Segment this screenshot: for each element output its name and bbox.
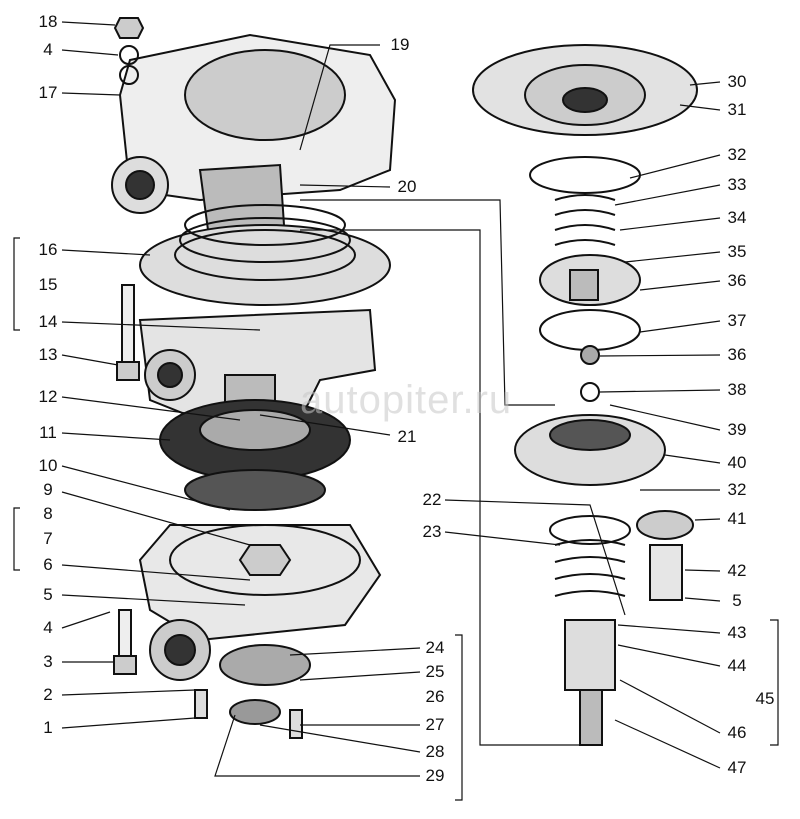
part-label-19: 19 <box>390 35 410 54</box>
part-label-32b: 32 <box>727 480 747 499</box>
part-label-6: 6 <box>43 555 53 574</box>
part-label-5b: 5 <box>732 591 742 610</box>
part-label-32: 32 <box>727 145 747 164</box>
part-label-3: 3 <box>43 652 53 671</box>
part-label-10: 10 <box>38 456 58 475</box>
part-label-30: 30 <box>727 72 747 91</box>
part-label-31: 31 <box>727 100 747 119</box>
part-label-23: 23 <box>422 522 442 541</box>
part-label-1: 1 <box>43 718 53 737</box>
part-label-43: 43 <box>727 623 747 642</box>
part-label-34: 34 <box>727 208 747 227</box>
part-label-37: 37 <box>727 311 747 330</box>
part-label-21: 21 <box>397 427 417 446</box>
part-label-29: 29 <box>425 766 445 785</box>
part-label-11: 11 <box>39 423 57 442</box>
part-label-13: 13 <box>38 345 58 364</box>
spring-assembly <box>139 204 391 306</box>
part-label-25: 25 <box>425 662 445 681</box>
part-label-46: 46 <box>727 723 747 742</box>
right-assembly <box>472 44 698 746</box>
part-label-14: 14 <box>38 312 58 331</box>
part-label-2: 2 <box>43 685 53 704</box>
part-label-12: 12 <box>38 387 58 406</box>
part-label-38: 38 <box>727 380 747 399</box>
part-label-15: 15 <box>38 275 58 294</box>
part-label-27: 27 <box>425 715 445 734</box>
part-label-36b: 36 <box>727 345 747 364</box>
part-label-24: 24 <box>425 638 445 657</box>
part-label-5: 5 <box>43 585 53 604</box>
part-label-26: 26 <box>425 687 445 706</box>
diaphragm <box>159 399 351 511</box>
part-label-20: 20 <box>397 177 417 196</box>
leader-lines <box>13 21 779 801</box>
part-label-33: 33 <box>727 175 747 194</box>
part-label-42: 42 <box>727 561 747 580</box>
part-label-7: 7 <box>43 529 53 548</box>
part-label-18: 18 <box>38 12 58 31</box>
upper-cover <box>111 33 397 247</box>
part-label-16: 16 <box>38 240 58 259</box>
part-label-8: 8 <box>43 504 53 523</box>
part-label-9: 9 <box>43 480 53 499</box>
part-label-4: 4 <box>43 40 53 59</box>
part-label-28: 28 <box>425 742 445 761</box>
watermark: autopiter.ru <box>300 378 513 422</box>
part-label-40: 40 <box>727 453 747 472</box>
part-label-35: 35 <box>727 242 747 261</box>
part-label-4b: 4 <box>43 618 53 637</box>
part-label-45: 45 <box>755 689 775 708</box>
part-label-36: 36 <box>727 271 747 290</box>
part-label-41: 41 <box>727 509 747 528</box>
part-label-44: 44 <box>727 656 747 675</box>
part-label-39: 39 <box>727 420 747 439</box>
part-label-22: 22 <box>422 490 442 509</box>
lower-housing <box>138 524 382 725</box>
part-label-17: 17 <box>38 83 58 102</box>
part-label-47: 47 <box>727 758 747 777</box>
